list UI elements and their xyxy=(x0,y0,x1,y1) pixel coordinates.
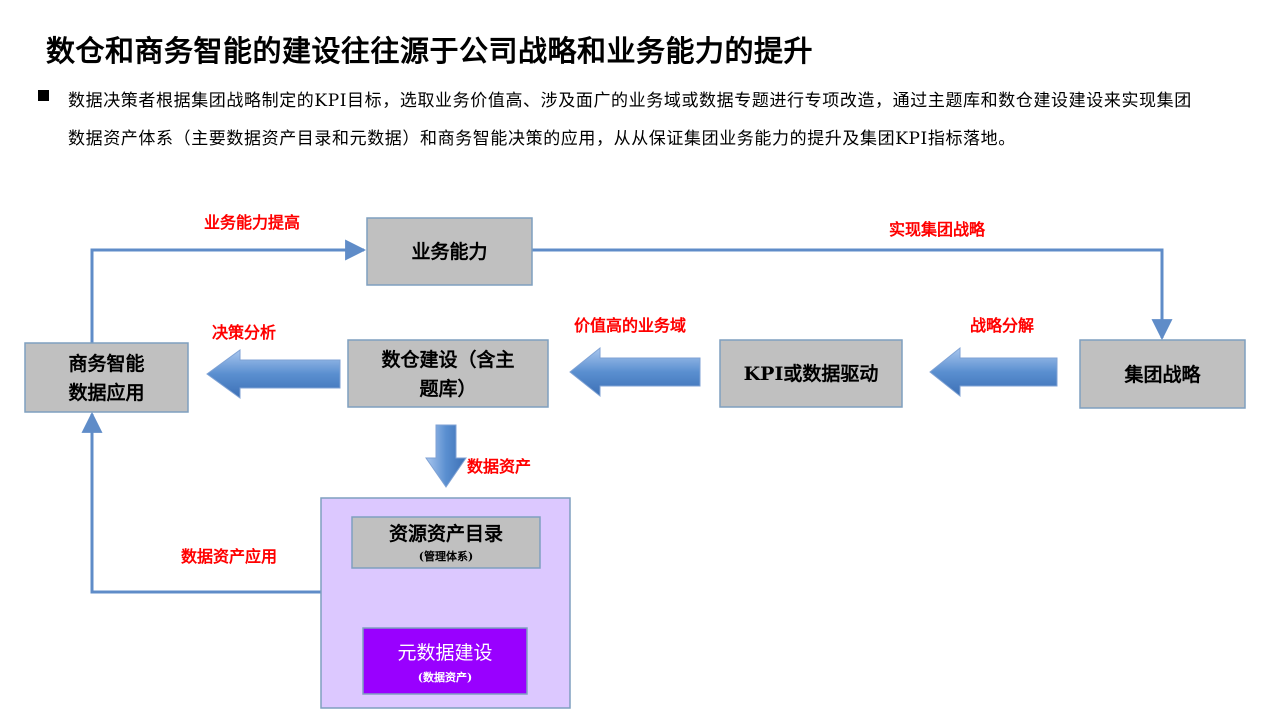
node-catalog-label: 资源资产目录 xyxy=(389,522,503,545)
node-strategy-label: 集团战略 xyxy=(1123,363,1201,386)
node-data-warehouse: 数仓建设（含主 题库） xyxy=(347,339,549,408)
node-kpi-driven: KPI或数据驱动 xyxy=(719,339,903,408)
node-kpi-label: KPI或数据驱动 xyxy=(744,362,879,385)
bullet-square-icon xyxy=(38,90,49,101)
node-dw-label-line1: 数仓建设（含主 xyxy=(381,348,514,371)
node-metadata-sublabel: (数据资产) xyxy=(418,670,472,684)
block-arrow-kpi-to-dw xyxy=(569,346,701,398)
label-high-value-domain: 价值高的业务域 xyxy=(574,316,686,335)
page-title: 数仓和商务智能的建设往往源于公司战略和业务能力的提升 xyxy=(46,34,814,68)
label-strategy-decompose: 战略分解 xyxy=(970,316,1034,335)
label-capability-up: 业务能力提高 xyxy=(204,213,300,232)
node-bi-label-line2: 数据应用 xyxy=(68,381,144,404)
label-data-assets: 数据资产 xyxy=(467,457,531,476)
label-data-asset-application: 数据资产应用 xyxy=(181,547,277,566)
node-business-capability: 业务能力 xyxy=(366,217,533,286)
node-metadata: 元数据建设 (数据资产) xyxy=(362,627,528,695)
connector-capability-to-strategy xyxy=(532,248,1173,341)
node-catalog-sublabel: (管理体系) xyxy=(419,549,473,563)
node-bi-application: 商务智能 数据应用 xyxy=(24,342,189,413)
connector-assets-to-bi xyxy=(81,411,321,594)
node-metadata-label: 元数据建设 xyxy=(397,642,492,664)
block-arrow-dw-to-bi xyxy=(206,349,341,399)
node-bi-label-line1: 商务智能 xyxy=(68,352,144,375)
label-realize-strategy: 实现集团战略 xyxy=(889,220,986,239)
node-dw-label-line2: 题库） xyxy=(419,377,476,400)
label-decision-analysis: 决策分析 xyxy=(212,323,276,342)
connector-bi-to-capability xyxy=(90,239,367,343)
description-text: 数据决策者根据集团战略制定的KPI目标，选取业务价值高、涉及面广的业务域或数据专… xyxy=(68,91,1192,149)
node-business-capability-label: 业务能力 xyxy=(411,240,487,263)
node-resource-catalog: 资源资产目录 (管理体系) xyxy=(351,516,541,569)
block-arrow-dw-to-assets xyxy=(425,424,467,488)
node-group-strategy: 集团战略 xyxy=(1079,339,1246,409)
block-arrow-strategy-to-kpi xyxy=(929,346,1058,398)
